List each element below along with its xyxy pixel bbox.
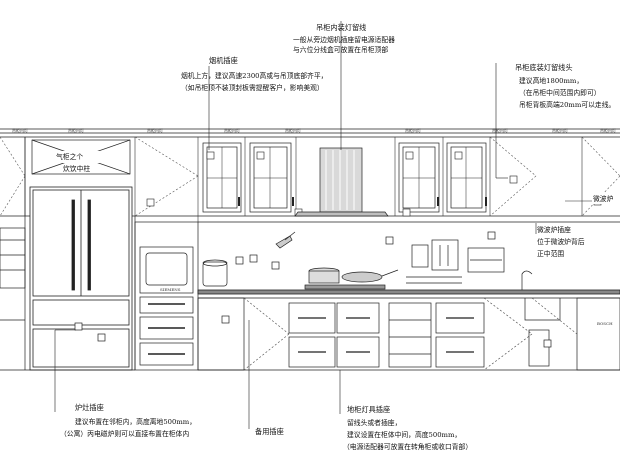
countertop xyxy=(197,289,620,371)
annotation-hood-top: 吊柜内装灯留线 一般从旁边烟机插座留电源适配器 与六位分线盒可放置在吊柜顶部 xyxy=(293,23,395,54)
gas-column-box xyxy=(31,139,131,175)
oven-brand: SIEMENS xyxy=(160,287,181,292)
hood-top-line: 一般从旁边烟机插座留电源适配器 xyxy=(293,35,395,44)
band-tag: 吊柜内灯 xyxy=(68,127,84,133)
stove-socket-title: 炉灶插座 xyxy=(75,403,104,412)
stove-socket-line: 建议布置在邻柜内，高度离地500mm， xyxy=(75,417,196,426)
stove-socket-line: （公寓）丙电磁炉则可以直接布置在柜体内 xyxy=(60,429,189,438)
sink-socket-line: （电源适配器可放置在转角柜或收口背部） xyxy=(343,442,472,451)
sink-socket-title: 地柜灯具插座 xyxy=(347,405,390,414)
band-tag: 吊柜内灯 xyxy=(285,127,301,133)
annotation-spare-socket: 备用插座 xyxy=(255,427,284,436)
band-tag: 吊柜内灯 xyxy=(552,127,568,133)
glass-door-cabinets xyxy=(202,142,487,213)
cabinet-light-title: 吊柜底装灯留线头 xyxy=(515,63,573,72)
hood-socket-line: 烟机上方，建议高速2300高或与吊顶底部齐平， xyxy=(181,71,327,80)
leader-lines xyxy=(54,21,596,429)
annotation-microwave: 微波炉 微波炉插座 位于微波炉背后 正中范围 xyxy=(537,193,620,258)
gas-column-sub: 炊饮中柱 xyxy=(63,164,90,173)
annotation-sink-socket: 地柜灯具插座 留线头或者插座， 建议设置在柜体中间，高度500mm， （电源适配… xyxy=(343,405,472,451)
band-tag: 吊柜内灯 xyxy=(600,127,616,133)
sink-socket-line: 留线头或者插座， xyxy=(347,418,401,427)
band-tag: 吊柜内灯 xyxy=(147,127,163,133)
cabinet-light-line: 建议高地1800mm， xyxy=(519,76,583,85)
cabinet-light-line: 吊柜背板高端20mm可以走线。 xyxy=(519,100,615,109)
spare-socket-title: 备用插座 xyxy=(255,427,284,436)
backsplash-items xyxy=(202,231,533,290)
band-tag: 吊柜内灯 xyxy=(405,127,421,133)
cabinet-light-line: （在吊柜中间范围内即可） xyxy=(519,88,601,97)
hood-top-title: 吊柜内装灯留线 xyxy=(316,23,366,32)
range-hood-icon xyxy=(294,147,389,217)
annotation-stove-socket: 炉灶插座 建议布置在邻柜内，高度离地500mm， （公寓）丙电磁炉则可以直接布置… xyxy=(60,403,196,438)
hood-top-line: 与六位分线盒可放置在吊柜顶部 xyxy=(293,45,388,54)
upper-band-tags: 吊柜内灯 吊柜内灯 吊柜内灯 吊柜内灯 吊柜内灯 吊柜内灯 吊柜内灯 吊柜内灯 … xyxy=(12,127,616,133)
hood-socket-title: 烟机插座 xyxy=(209,56,238,65)
sink-socket-line: 建议设置在柜体中间，高度500mm， xyxy=(347,430,461,439)
band-tag: 吊柜内灯 xyxy=(12,127,28,133)
microwave-title: 微波炉 xyxy=(593,194,614,203)
band-tag: 吊柜内灯 xyxy=(224,127,240,133)
refrigerator-icon xyxy=(29,186,133,371)
annotation-hood-socket: 烟机插座 烟机上方，建议高速2300高或与吊顶底部齐平， （如吊柜顶不装顶封板需… xyxy=(181,56,327,92)
gas-column-title: 气柜之个 xyxy=(56,152,83,161)
oven-column xyxy=(134,221,199,371)
band-tag: 吊柜内灯 xyxy=(492,127,508,133)
sockets-in-upper-cabinets xyxy=(146,151,602,217)
door-handle-icons xyxy=(238,197,487,206)
dishwasher-brand: BOSCH xyxy=(597,321,613,326)
microwave-line: 微波炉插座 xyxy=(537,225,571,234)
base-cabinets xyxy=(74,297,620,371)
annotation-cabinet-light: 吊柜底装灯留线头 建议高地1800mm， （在吊柜中间范围内即可） 吊柜背板高端… xyxy=(515,63,615,109)
microwave-line: 正中范围 xyxy=(537,249,564,258)
microwave-line: 位于微波炉背后 xyxy=(537,237,585,246)
hood-socket-line: （如吊柜顶不装顶封板需提醒客户，影响美观） xyxy=(181,83,324,92)
